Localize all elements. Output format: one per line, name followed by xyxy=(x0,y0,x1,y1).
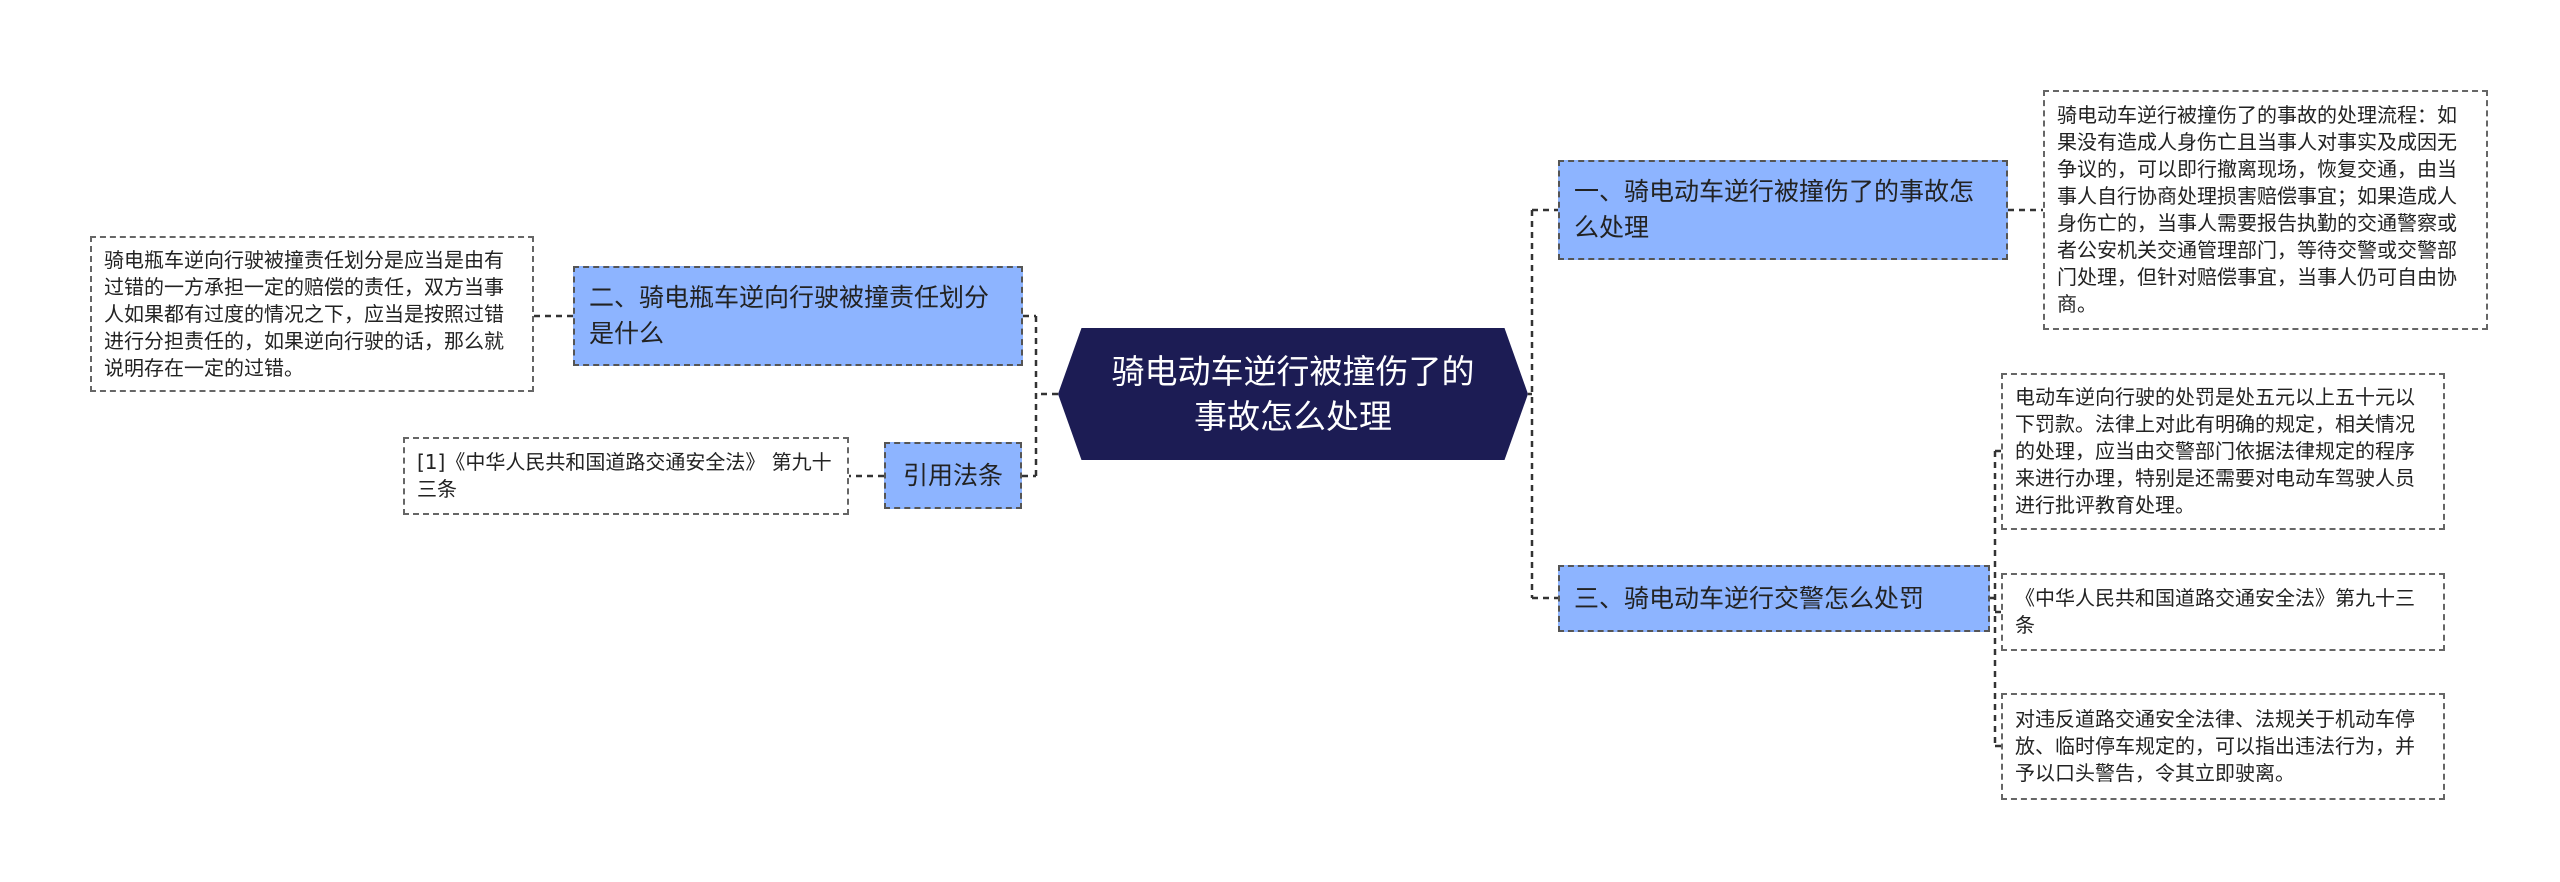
leaf-penalty-amount[interactable]: 电动车逆向行驶的处罚是处五元以上五十元以下罚款。法律上对此有明确的规定，相关情况… xyxy=(2001,373,2445,530)
branch-cited-law[interactable]: 引用法条 xyxy=(884,442,1022,509)
branch-label: 一、骑电动车逆行被撞伤了的事故怎么处理 xyxy=(1574,177,1975,242)
branch-liability-division[interactable]: 二、骑电瓶车逆向行驶被撞责任划分是什么 xyxy=(573,266,1023,366)
leaf-liability-explanation[interactable]: 骑电瓶车逆向行驶被撞责任划分是应当是由有过错的一方承担一定的赔偿的责任，双方当事… xyxy=(90,236,534,392)
leaf-text: 骑电动车逆行被撞伤了的事故的处理流程：如果没有造成人身伤亡且当事人对事实及成因无… xyxy=(2057,103,2457,316)
central-topic-label: 骑电动车逆行被撞伤了的事故怎么处理 xyxy=(1111,352,1475,436)
branch-accident-handling[interactable]: 一、骑电动车逆行被撞伤了的事故怎么处理 xyxy=(1558,160,2008,260)
leaf-law-citation[interactable]: [1]《中华人民共和国道路交通安全法》 第九十三条 xyxy=(403,437,849,515)
leaf-parking-violation[interactable]: 对违反道路交通安全法律、法规关于机动车停放、临时停车规定的，可以指出违法行为，并… xyxy=(2001,693,2445,800)
central-topic[interactable]: 骑电动车逆行被撞伤了的事故怎么处理 xyxy=(1058,328,1528,460)
leaf-text: 电动车逆向行驶的处罚是处五元以上五十元以下罚款。法律上对此有明确的规定，相关情况… xyxy=(2015,385,2415,517)
leaf-law-article-93[interactable]: 《中华人民共和国道路交通安全法》第九十三条 xyxy=(2001,573,2445,651)
leaf-text: [1]《中华人民共和国道路交通安全法》 第九十三条 xyxy=(417,450,832,501)
branch-police-penalty[interactable]: 三、骑电动车逆行交警怎么处罚 xyxy=(1558,565,1990,632)
leaf-text: 对违反道路交通安全法律、法规关于机动车停放、临时停车规定的，可以指出违法行为，并… xyxy=(2015,707,2415,785)
leaf-handling-process[interactable]: 骑电动车逆行被撞伤了的事故的处理流程：如果没有造成人身伤亡且当事人对事实及成因无… xyxy=(2043,90,2488,330)
leaf-text: 骑电瓶车逆向行驶被撞责任划分是应当是由有过错的一方承担一定的赔偿的责任，双方当事… xyxy=(104,247,504,380)
branch-label: 二、骑电瓶车逆向行驶被撞责任划分是什么 xyxy=(589,283,990,348)
leaf-text: 《中华人民共和国道路交通安全法》第九十三条 xyxy=(2015,586,2415,637)
branch-label: 三、骑电动车逆行交警怎么处罚 xyxy=(1574,583,1925,613)
branch-label: 引用法条 xyxy=(902,460,1003,490)
